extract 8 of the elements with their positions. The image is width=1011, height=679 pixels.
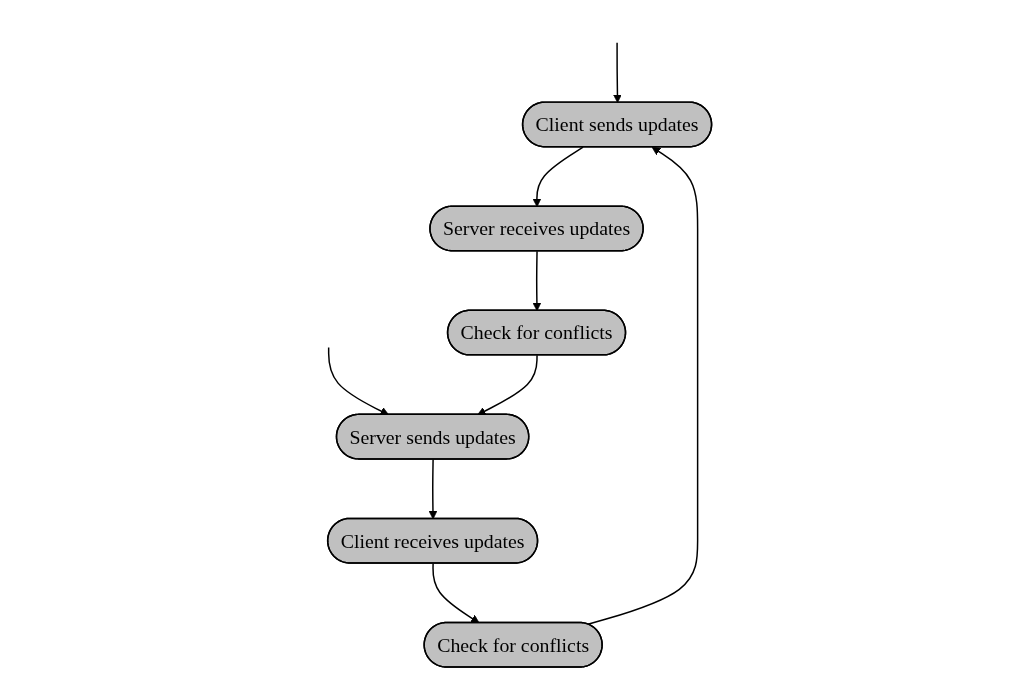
arrow bbox=[477, 354, 539, 415]
arrow bbox=[532, 145, 585, 207]
arrow bbox=[432, 562, 480, 623]
arrow bbox=[328, 346, 390, 415]
arrow bbox=[613, 41, 623, 103]
arrow bbox=[428, 458, 438, 519]
arrow bbox=[587, 146, 699, 625]
arrow bbox=[532, 250, 542, 311]
